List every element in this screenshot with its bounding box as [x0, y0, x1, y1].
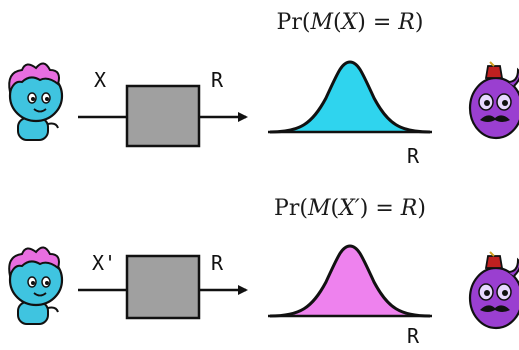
bottom-distribution-curve	[268, 246, 432, 316]
user-character-bottom	[9, 247, 62, 324]
user-character-top	[9, 63, 62, 140]
top-distribution-curve	[268, 62, 432, 132]
adversary-character-bottom	[470, 252, 519, 328]
bottom-mechanism-box	[127, 256, 199, 318]
adversary-character-top	[470, 62, 519, 138]
top-mechanism-box	[127, 86, 199, 146]
